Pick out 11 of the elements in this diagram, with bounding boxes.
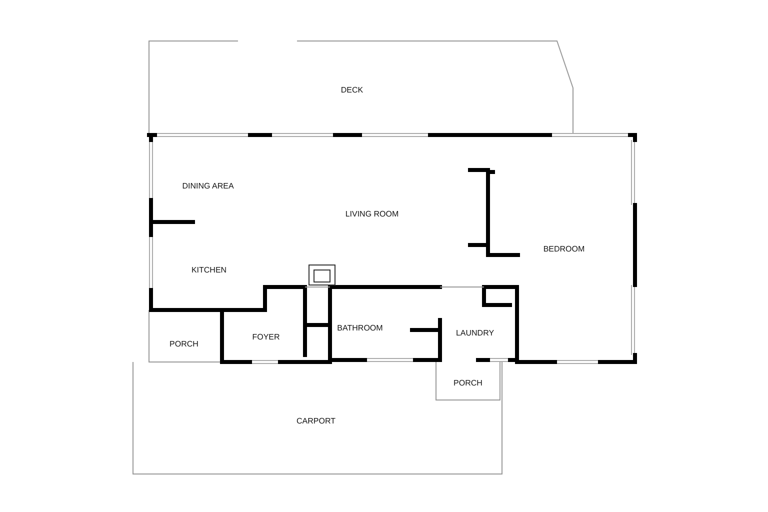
room-label: DINING AREA [182, 182, 234, 190]
room-label: PORCH [454, 378, 482, 388]
room-label: LIVING ROOM [345, 210, 399, 218]
room-label: PORCH [170, 340, 198, 348]
room-label: BEDROOM [543, 244, 585, 254]
room-label: LAUNDRY [456, 328, 494, 338]
room-label: DECK [340, 86, 364, 94]
room-label: FOYER [252, 332, 280, 342]
room-label: BATHROOM [337, 324, 383, 332]
room-label: KITCHEN [191, 266, 227, 274]
room-label: CARPORT [296, 416, 336, 426]
